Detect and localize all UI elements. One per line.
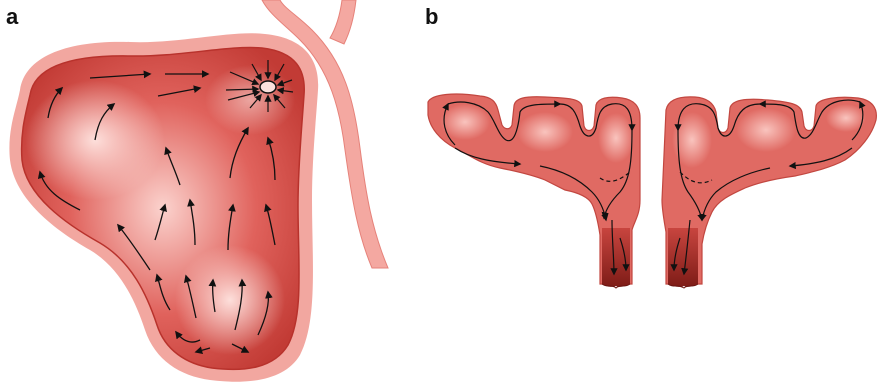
highlight [517,112,573,152]
right-stem [668,228,698,287]
panel-a-diagram [9,0,388,382]
highlight [736,108,796,152]
right-half [662,97,876,288]
panel-b-diagram [428,94,876,288]
ostium-circle [260,81,276,93]
highlight-top [205,65,295,135]
blood-vessel-branch [330,0,356,44]
left-half [428,94,640,288]
left-stem [602,228,630,287]
highlight [598,113,634,163]
